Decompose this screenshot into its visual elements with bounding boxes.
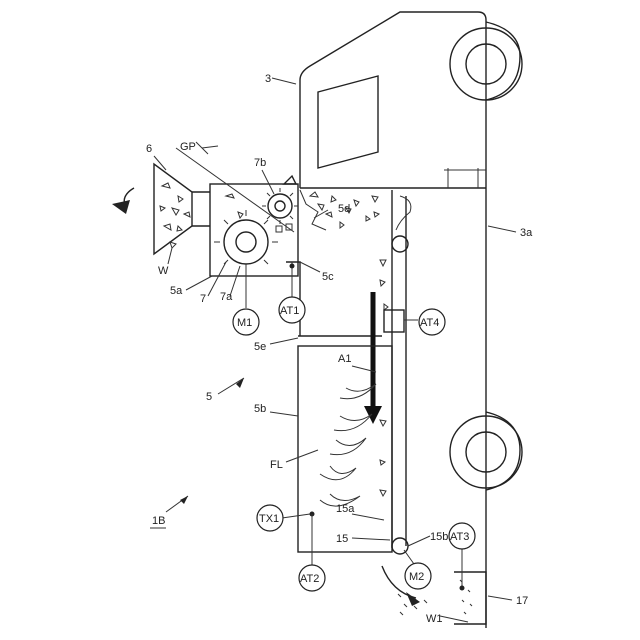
label-gap: GP (180, 141, 196, 153)
label-conveyor: 15 (336, 533, 348, 545)
actuator2-label: AT2 (300, 573, 319, 585)
label-truck: 3 (265, 73, 271, 85)
label-system: 1B (152, 515, 165, 527)
label-bin: 17 (516, 595, 528, 607)
label-conveyor-end: 15b (430, 531, 448, 543)
label-arrow-direction: A1 (338, 353, 351, 365)
label-truck-frame: 3a (520, 227, 533, 239)
label-waste: W (158, 265, 169, 277)
actuator1-label: AT1 (280, 305, 299, 317)
label-tank: 5b (254, 403, 266, 415)
label-discharged: W1 (426, 613, 443, 625)
label-outlet: 5d (338, 203, 350, 215)
actuator4-label: AT4 (420, 317, 439, 329)
small-gear-icon (268, 194, 292, 218)
crusher-housing (176, 142, 298, 276)
conveyor (364, 190, 411, 554)
label-gear-small: 7b (254, 157, 266, 169)
large-gear-icon (224, 220, 268, 264)
motor1-label: M1 (237, 317, 252, 329)
actuator3-label: AT3 (450, 531, 469, 543)
label-chute: 5c (322, 271, 334, 283)
reference-labels: 3 3a 6 GP 7b 5d W 5a 7 7a 5c 5e A1 5 5b … (146, 73, 533, 625)
gap-line (176, 148, 294, 232)
label-hopper-mount: 5a (170, 285, 183, 297)
motor2-label: M2 (409, 571, 424, 583)
hopper (112, 164, 210, 254)
transmitter-label: TX1 (259, 513, 279, 525)
label-crusher: 7 (200, 293, 206, 305)
label-apparatus: 5 (206, 391, 212, 403)
label-conveyor-belt: 15a (336, 503, 355, 515)
label-partition: 5e (254, 341, 266, 353)
label-flame: FL (270, 459, 283, 471)
label-hopper: 6 (146, 143, 152, 155)
actuator4-box (384, 310, 404, 332)
